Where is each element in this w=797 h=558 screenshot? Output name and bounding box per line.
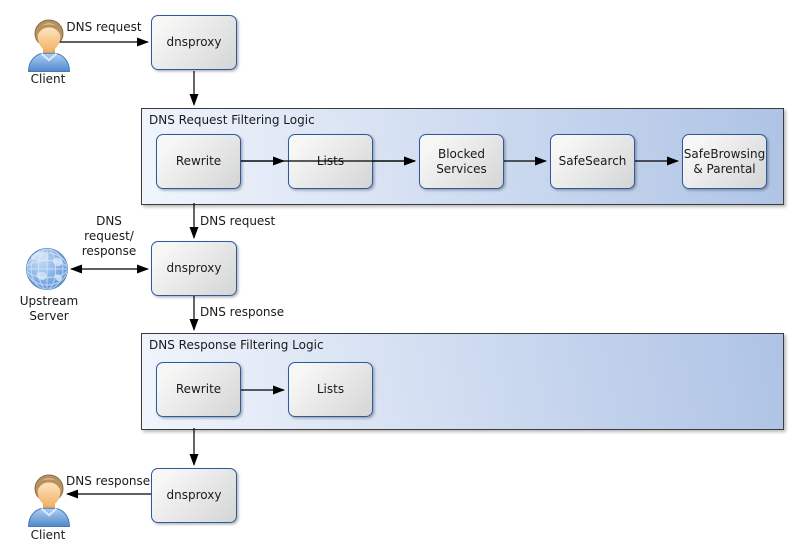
client-icon xyxy=(27,474,71,527)
response-filtering-title: DNS Response Filtering Logic xyxy=(149,338,324,352)
pipeline-step: Blocked Services xyxy=(419,134,504,189)
pipeline-step: SafeBrowsing & Parental xyxy=(682,134,767,189)
client-top-label: Client xyxy=(30,72,66,86)
response-filtering-container: DNS Response Filtering Logic Rewrite Lis… xyxy=(141,333,784,430)
upstream-server-label: Upstream Server xyxy=(5,294,93,324)
pipeline-step: Lists xyxy=(288,362,373,417)
request-filtering-title: DNS Request Filtering Logic xyxy=(149,113,315,127)
dnsproxy-node-bottom: dnsproxy xyxy=(151,468,237,523)
edge-label-dns-request-mid: DNS request xyxy=(200,214,276,228)
edge-label-dns-response-bottom: DNS response xyxy=(66,474,151,488)
upstream-server-icon xyxy=(26,248,68,290)
edge-label-upstream: DNS request/ response xyxy=(66,214,152,259)
pipeline-step: Rewrite xyxy=(156,362,241,417)
edge-label-dns-response-mid: DNS response xyxy=(200,305,285,319)
pipeline-step: Lists xyxy=(288,134,373,189)
client-icon xyxy=(27,19,71,72)
dnsproxy-node-middle: dnsproxy xyxy=(151,241,237,296)
edge-label-dns-request-top: DNS request xyxy=(66,20,142,34)
pipeline-step: Rewrite xyxy=(156,134,241,189)
edge-label-upstream-line1: DNS xyxy=(96,214,122,228)
client-bottom-label: Client xyxy=(30,528,66,542)
request-filtering-container: DNS Request Filtering Logic Rewrite List… xyxy=(141,108,784,205)
pipeline-step: SafeSearch xyxy=(550,134,635,189)
edge-label-upstream-line2: request/ xyxy=(84,229,134,243)
edge-label-upstream-line3: response xyxy=(81,244,137,258)
upstream-label-line2: Server xyxy=(29,309,69,323)
dnsproxy-node-top: dnsproxy xyxy=(151,15,237,70)
upstream-label-line1: Upstream xyxy=(19,294,79,308)
